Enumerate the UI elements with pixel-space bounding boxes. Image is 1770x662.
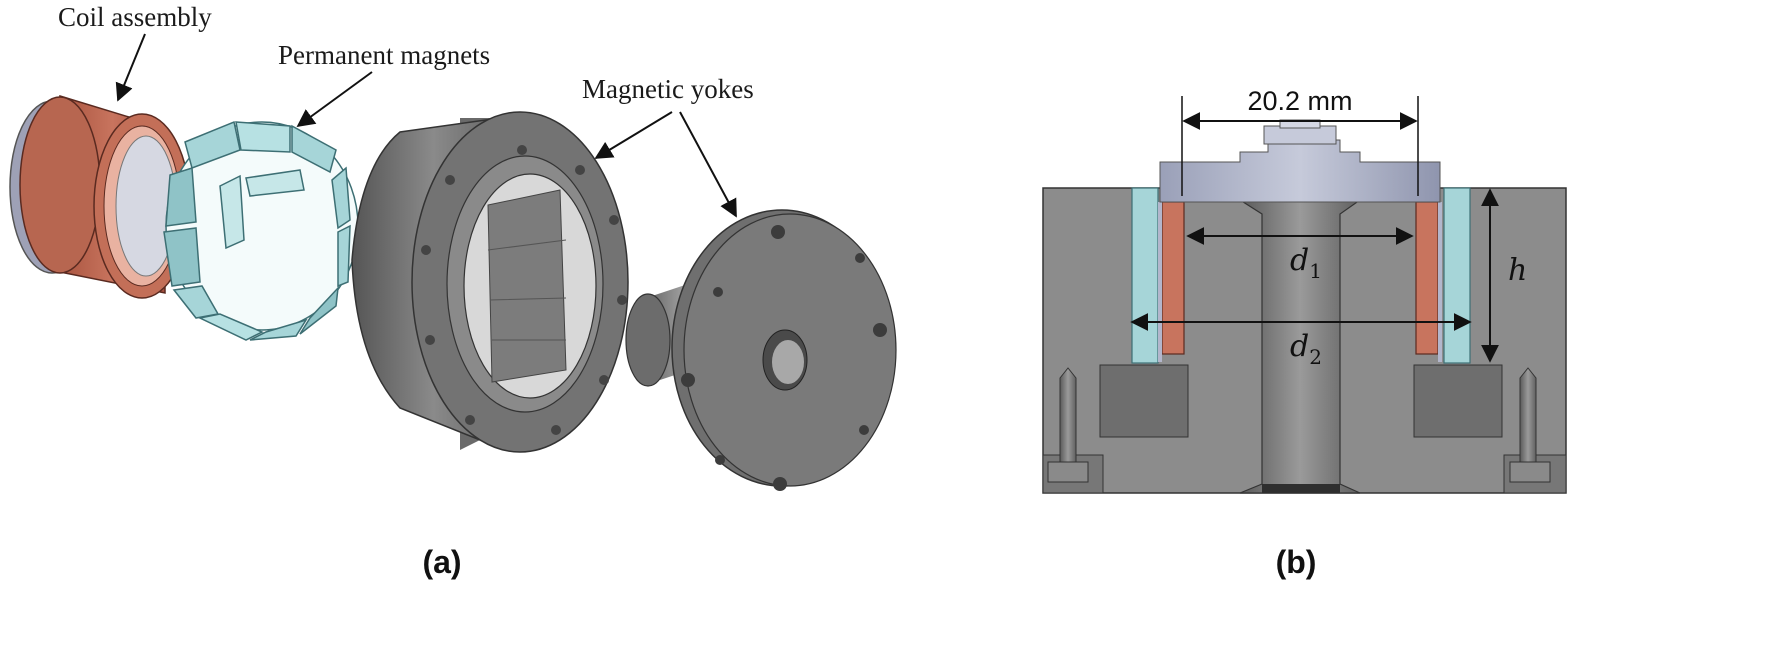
coil-right <box>1415 201 1439 355</box>
magnetic-yoke-outer-part <box>351 111 629 453</box>
arrow-permanent-magnets <box>296 71 373 128</box>
arrow-magnetic-yoke-ring <box>594 111 673 159</box>
coil-left <box>1161 201 1185 355</box>
coil-assembly-part <box>9 94 191 299</box>
permanent-magnets-part <box>163 120 359 341</box>
d1-label: d1 <box>1290 243 1322 283</box>
caption-b: (b) <box>1276 544 1317 580</box>
dimension-20mm-label: 20.2 mm <box>1247 86 1352 116</box>
caption-a: (a) <box>422 544 461 580</box>
magnet-right <box>1443 187 1471 364</box>
panel-a: Coil assembly Permanent magnets Magnetic… <box>9 2 897 580</box>
h-label: h <box>1508 253 1527 288</box>
arrow-coil-assembly <box>115 33 146 102</box>
top-cap-plate <box>1159 119 1441 203</box>
label-coil-assembly: Coil assembly <box>58 2 212 32</box>
locating-pins <box>1047 367 1551 483</box>
center-shaft <box>1237 199 1362 494</box>
label-magnetic-yokes: Magnetic yokes <box>582 74 754 104</box>
magnet-left <box>1131 187 1159 364</box>
d2-label: d2 <box>1290 329 1322 369</box>
arrow-magnetic-yoke-disk <box>679 111 737 218</box>
panel-b: 20.2 mm d1 d2 h (b) <box>1042 86 1567 580</box>
label-permanent-magnets: Permanent magnets <box>278 40 490 70</box>
magnetic-yoke-disk-part <box>625 209 897 491</box>
